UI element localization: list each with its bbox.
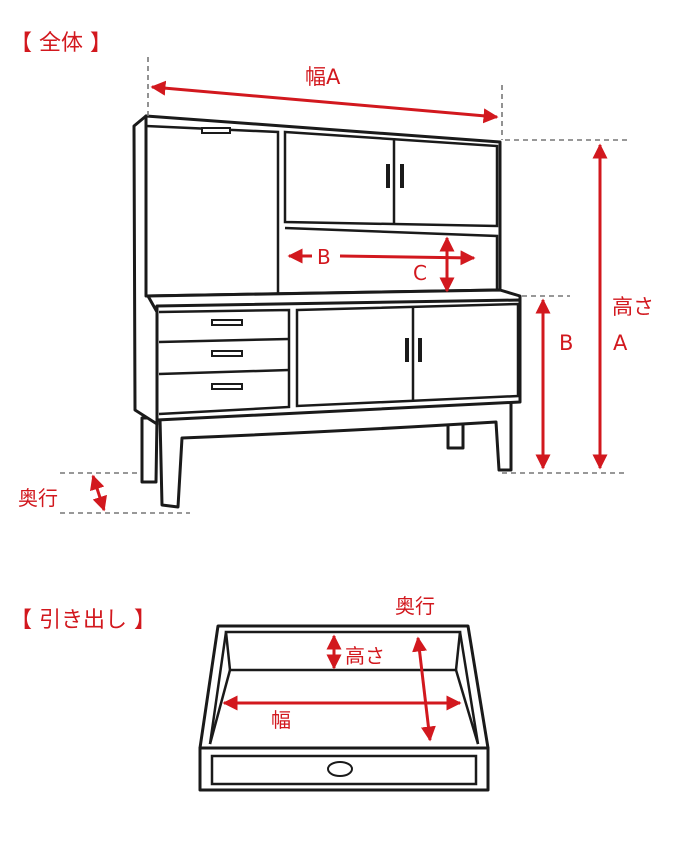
cabinet-leg-back-left <box>140 416 159 484</box>
upper-right-doors <box>283 130 499 228</box>
drawer-pull-knob <box>327 761 353 777</box>
height-label: 高さ <box>612 295 654 319</box>
upper-door-handle-right <box>400 164 404 188</box>
drawer-handle-2 <box>211 350 243 357</box>
drawer-handle-1 <box>211 319 243 326</box>
drawer-section-title: 【 引き出し 】 <box>10 608 156 633</box>
lower-door-handle-right <box>418 338 422 362</box>
extension-lines <box>60 57 628 514</box>
lower-doors <box>295 302 520 408</box>
height-b-label: B <box>559 331 573 355</box>
drawer-illustration <box>198 624 490 792</box>
upper-door-handle-left <box>386 164 390 188</box>
drawer-handle-3 <box>211 383 243 390</box>
drawer-dimension-arrows <box>222 634 462 742</box>
cabinet-lower-body <box>155 298 522 422</box>
drawer-height-label: 高さ <box>345 644 385 668</box>
overall-section-title: 【 全体 】 <box>10 31 112 56</box>
drawer-depth-arrow <box>412 636 436 742</box>
inner-width-b-label: B <box>317 245 331 269</box>
width-a-arrow <box>150 80 499 124</box>
drawer-column <box>158 308 291 416</box>
depth-arrow <box>90 474 107 512</box>
upper-left-door-handle <box>201 127 231 134</box>
drawer-front-panel <box>210 754 478 786</box>
dimension-arrows <box>90 80 608 512</box>
cabinet-illustration <box>132 114 522 509</box>
drawer-width-label: 幅 <box>271 708 291 732</box>
depth-label: 奥行 <box>18 486 58 510</box>
cabinet-base-frame <box>158 400 513 509</box>
inner-width-arrow-right <box>339 250 476 266</box>
lower-door-handle-left <box>405 338 409 362</box>
height-a-label: A <box>613 331 628 355</box>
upper-left-door <box>145 124 280 296</box>
drawer-depth-label: 奥行 <box>395 594 435 618</box>
drawer-body <box>198 624 490 750</box>
shelf-height-c-label: C <box>413 261 427 285</box>
width-a-label: 幅A <box>305 65 341 89</box>
